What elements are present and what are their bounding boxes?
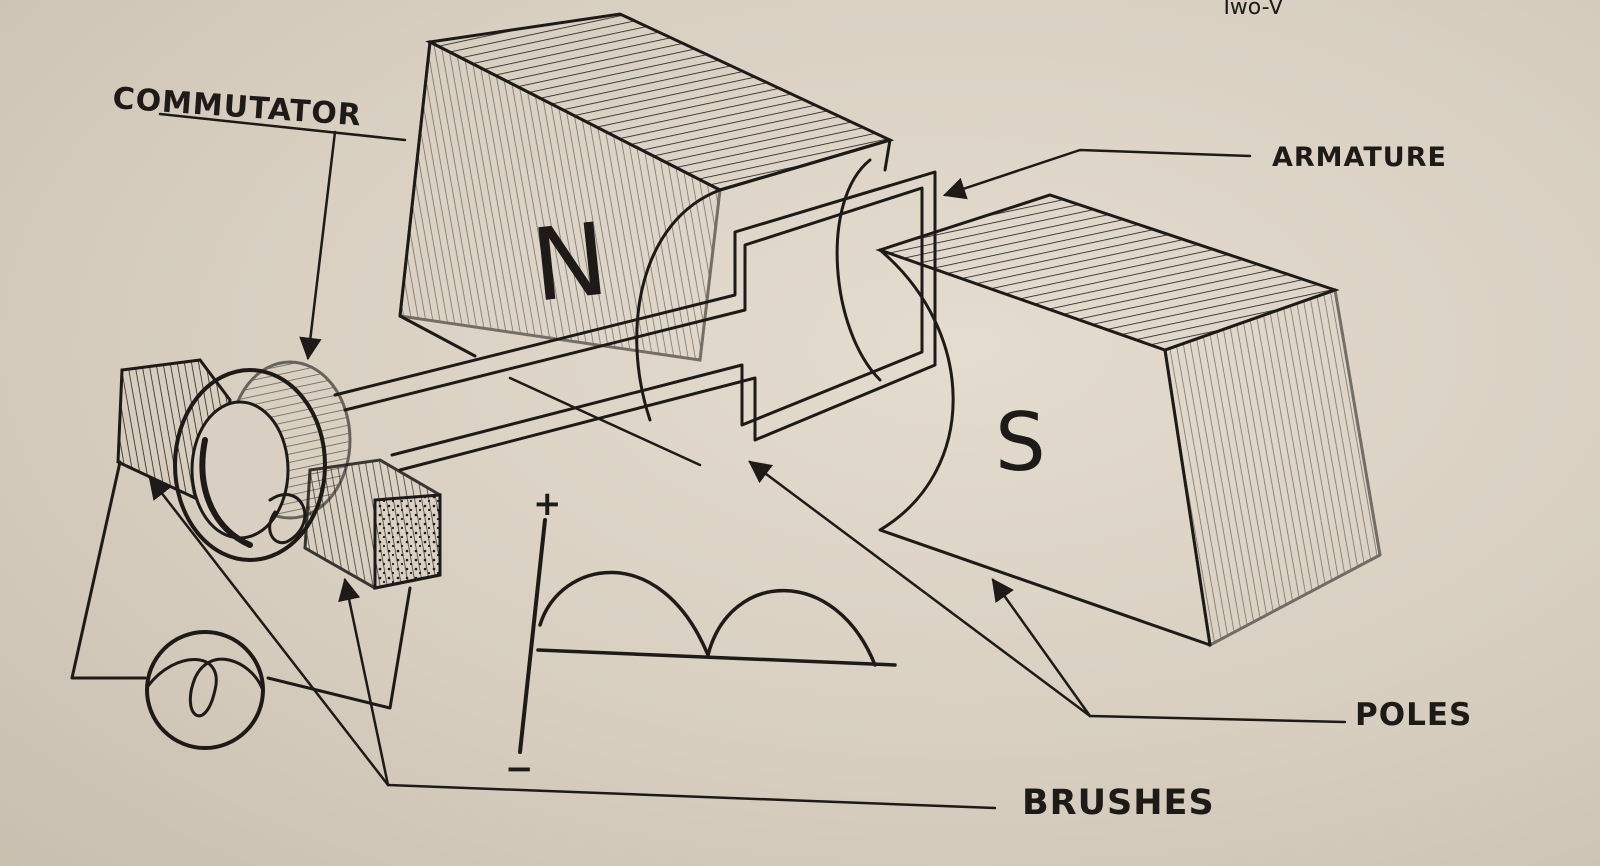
armature-label: ARMATURE: [1272, 142, 1447, 173]
header-text: Two-V: [1219, 0, 1283, 20]
commutator-assembly: [116, 358, 442, 590]
leader-lines: [148, 112, 1347, 810]
minus-sign: −: [505, 749, 535, 789]
poles-label: POLES: [1355, 697, 1472, 733]
south-pole-magnet: [875, 193, 1382, 648]
external-circuit: [70, 460, 412, 750]
output-waveform-graph: + −: [505, 484, 897, 789]
armature-loop: [333, 170, 937, 472]
commutator-label: COMMUTATOR: [111, 81, 363, 133]
south-pole-letter: S: [995, 396, 1046, 489]
north-pole-letter: N: [526, 200, 613, 324]
plus-sign: +: [533, 484, 563, 524]
north-pole-magnet: [398, 12, 895, 422]
brushes-label: BRUSHES: [1022, 783, 1215, 823]
